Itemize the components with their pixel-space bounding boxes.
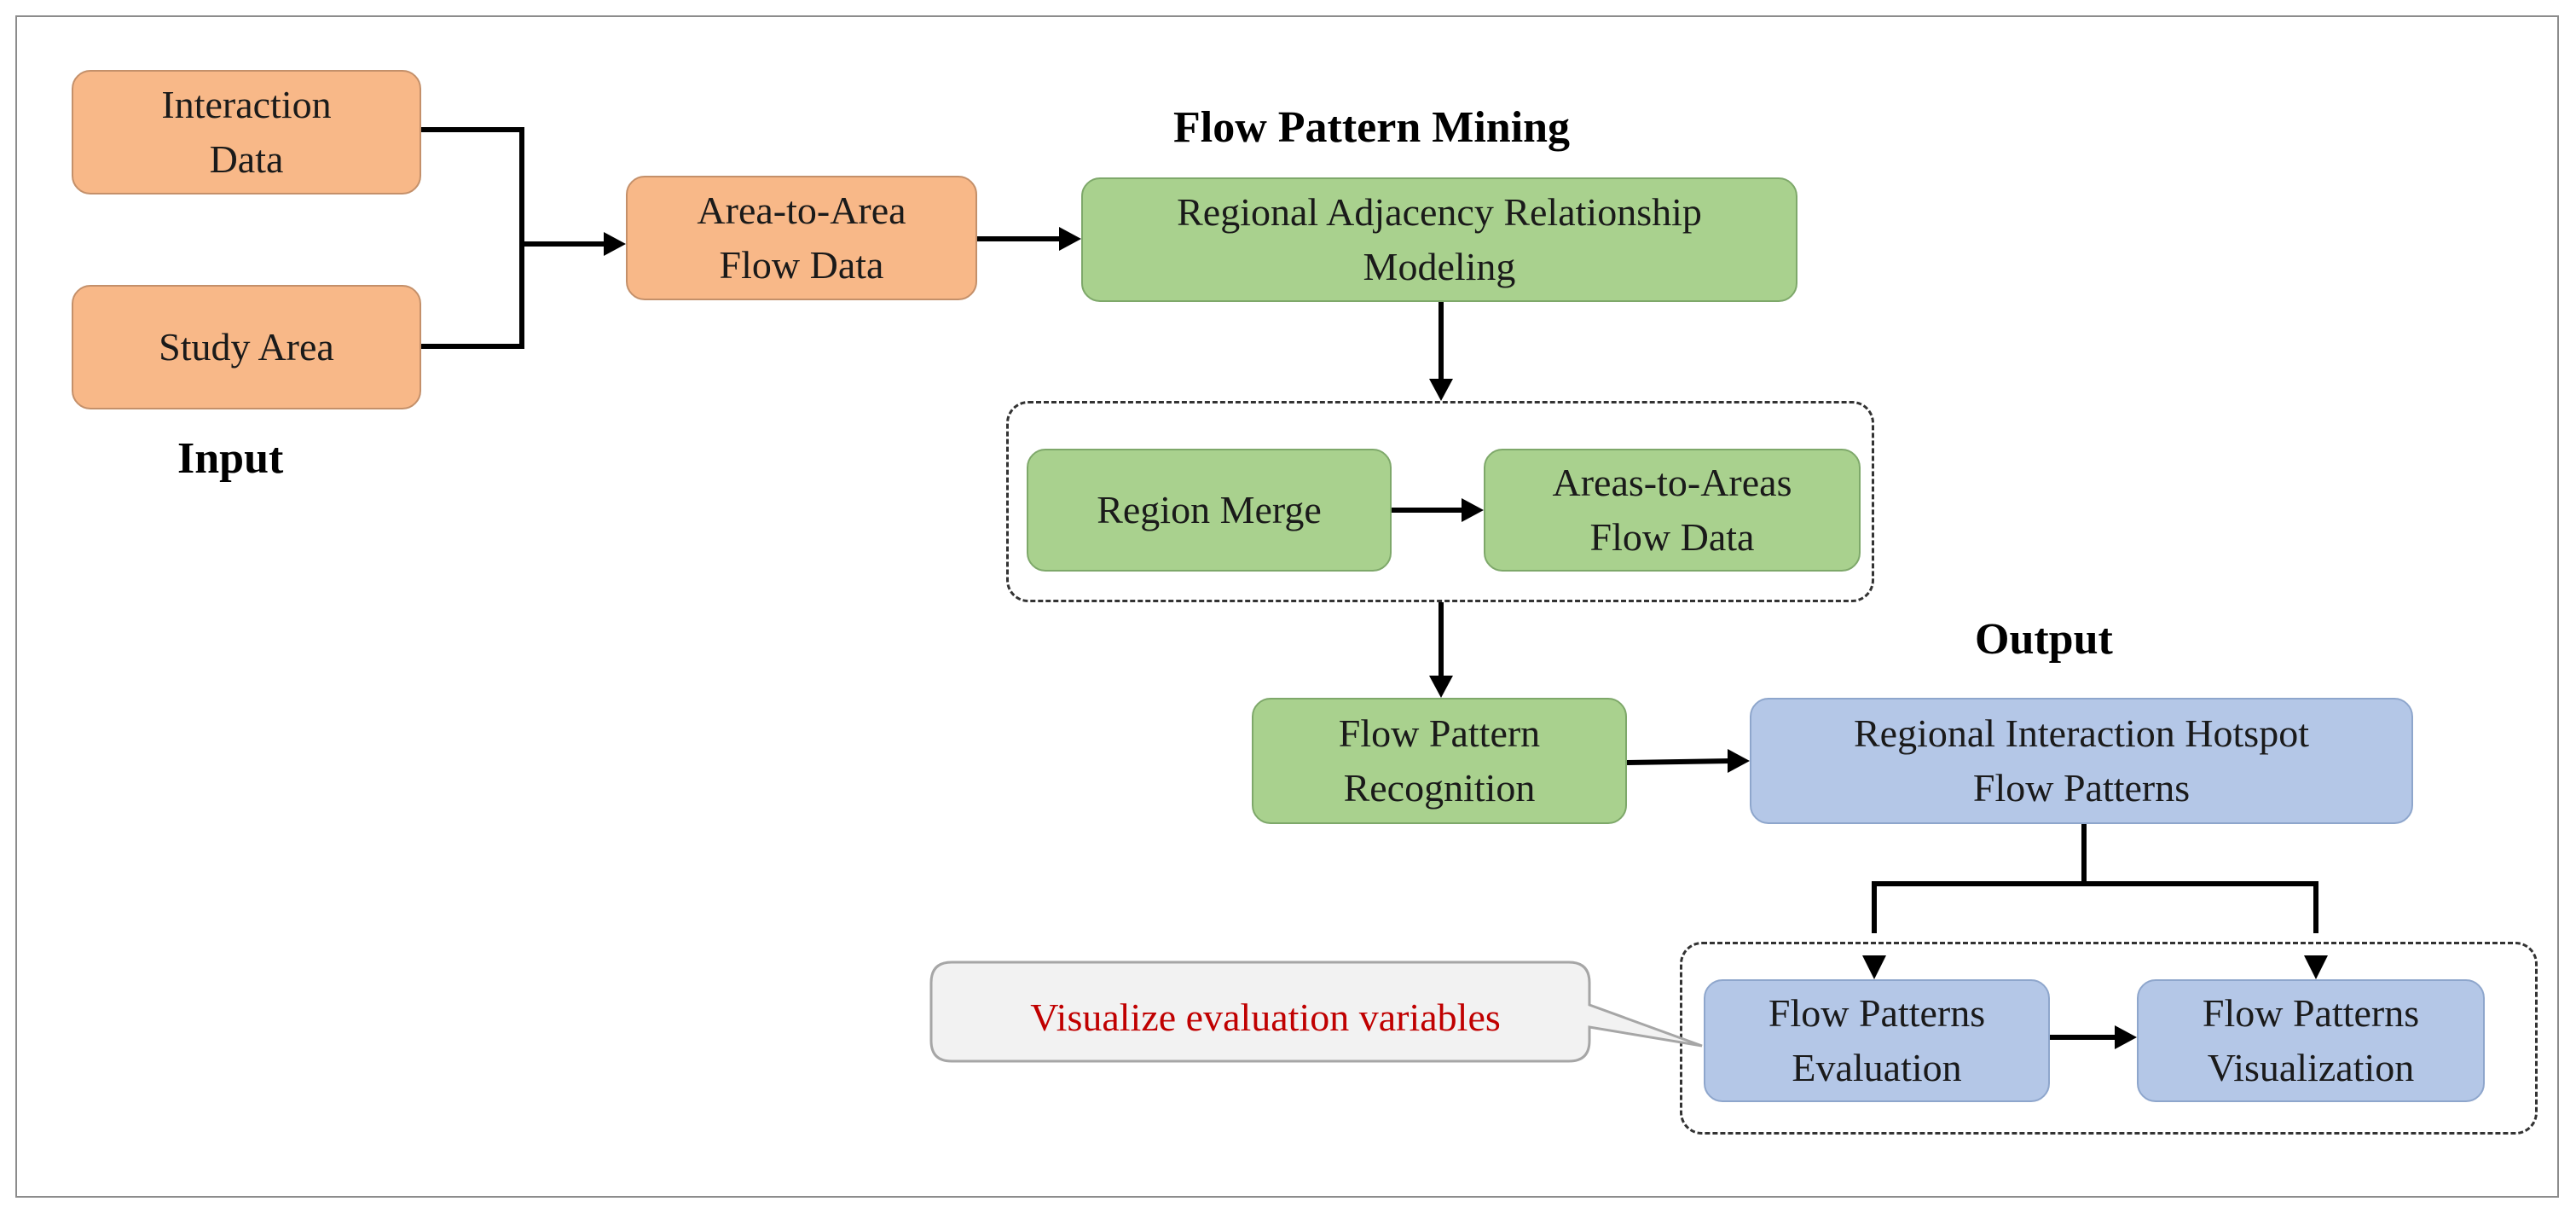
callout-text: Visualize evaluation variables <box>1030 995 1501 1039</box>
area-flow-line1: Area-to-Area <box>697 188 906 232</box>
arrowhead-area-flow <box>604 232 626 256</box>
arrowhead-merge-group <box>1429 379 1453 401</box>
region-merge-label: Region Merge <box>1097 487 1322 531</box>
recognition-line2: Recognition <box>1343 766 1536 810</box>
adjacency-line1: Regional Adjacency Relationship <box>1177 189 1702 234</box>
evaluation-line2: Evaluation <box>1792 1046 1962 1089</box>
arrowhead-hotspot <box>1728 749 1750 773</box>
areas-flow-box: Areas-to-Areas Flow Data <box>1484 449 1861 572</box>
recognition-line1: Flow Pattern <box>1338 711 1541 755</box>
interaction-data-box: Interaction Data <box>72 70 421 194</box>
study-area-box: Study Area <box>72 285 421 409</box>
arrowhead-vis <box>2115 1025 2137 1049</box>
area-flow-line2: Flow Data <box>719 243 884 287</box>
area-flow-box: Area-to-Area Flow Data <box>626 176 977 300</box>
study-area-label: Study Area <box>159 324 334 369</box>
connector-study-area <box>421 244 524 349</box>
adjacency-modeling-box: Regional Adjacency Relationship Modeling <box>1081 177 1797 302</box>
input-heading: Input <box>177 434 284 483</box>
visualization-line1: Flow Patterns <box>2202 990 2420 1035</box>
recognition-box: Flow Pattern Recognition <box>1252 698 1627 824</box>
areas-flow-line2: Flow Data <box>1589 515 1755 559</box>
interaction-data-line1: Interaction <box>161 82 332 126</box>
connector-hotspot-split <box>1872 824 2318 933</box>
interaction-data-line2: Data <box>209 137 284 181</box>
arrow-to-hotspot <box>1626 758 1732 765</box>
adjacency-line2: Modeling <box>1363 245 1516 288</box>
callout-shape <box>929 961 1703 1063</box>
mining-heading: Flow Pattern Mining <box>1173 103 1571 152</box>
visualization-line2: Visualization <box>2207 1046 2415 1089</box>
evaluation-box: Flow Patterns Evaluation <box>1704 979 2050 1102</box>
evaluation-line1: Flow Patterns <box>1768 990 1986 1035</box>
arrowhead-areas-flow <box>1462 498 1484 522</box>
arrowhead-recognition <box>1429 676 1453 698</box>
arrowhead-evaluation <box>1862 955 1886 979</box>
region-merge-box: Region Merge <box>1027 449 1392 572</box>
hotspot-line1: Regional Interaction Hotspot <box>1854 711 2309 755</box>
arrowhead-visualization <box>2304 955 2328 979</box>
merge-group-frame <box>1006 401 1874 602</box>
connector-interaction-data <box>421 127 524 244</box>
visualization-box: Flow Patterns Visualization <box>2137 979 2485 1102</box>
hotspot-line2: Flow Patterns <box>1972 766 2191 810</box>
output-heading: Output <box>1975 615 2113 664</box>
hotspot-box: Regional Interaction Hotspot Flow Patter… <box>1750 698 2413 824</box>
areas-flow-line1: Areas-to-Areas <box>1552 460 1792 504</box>
arrowhead-adjacency <box>1059 227 1081 251</box>
figure-border <box>15 15 2559 1198</box>
